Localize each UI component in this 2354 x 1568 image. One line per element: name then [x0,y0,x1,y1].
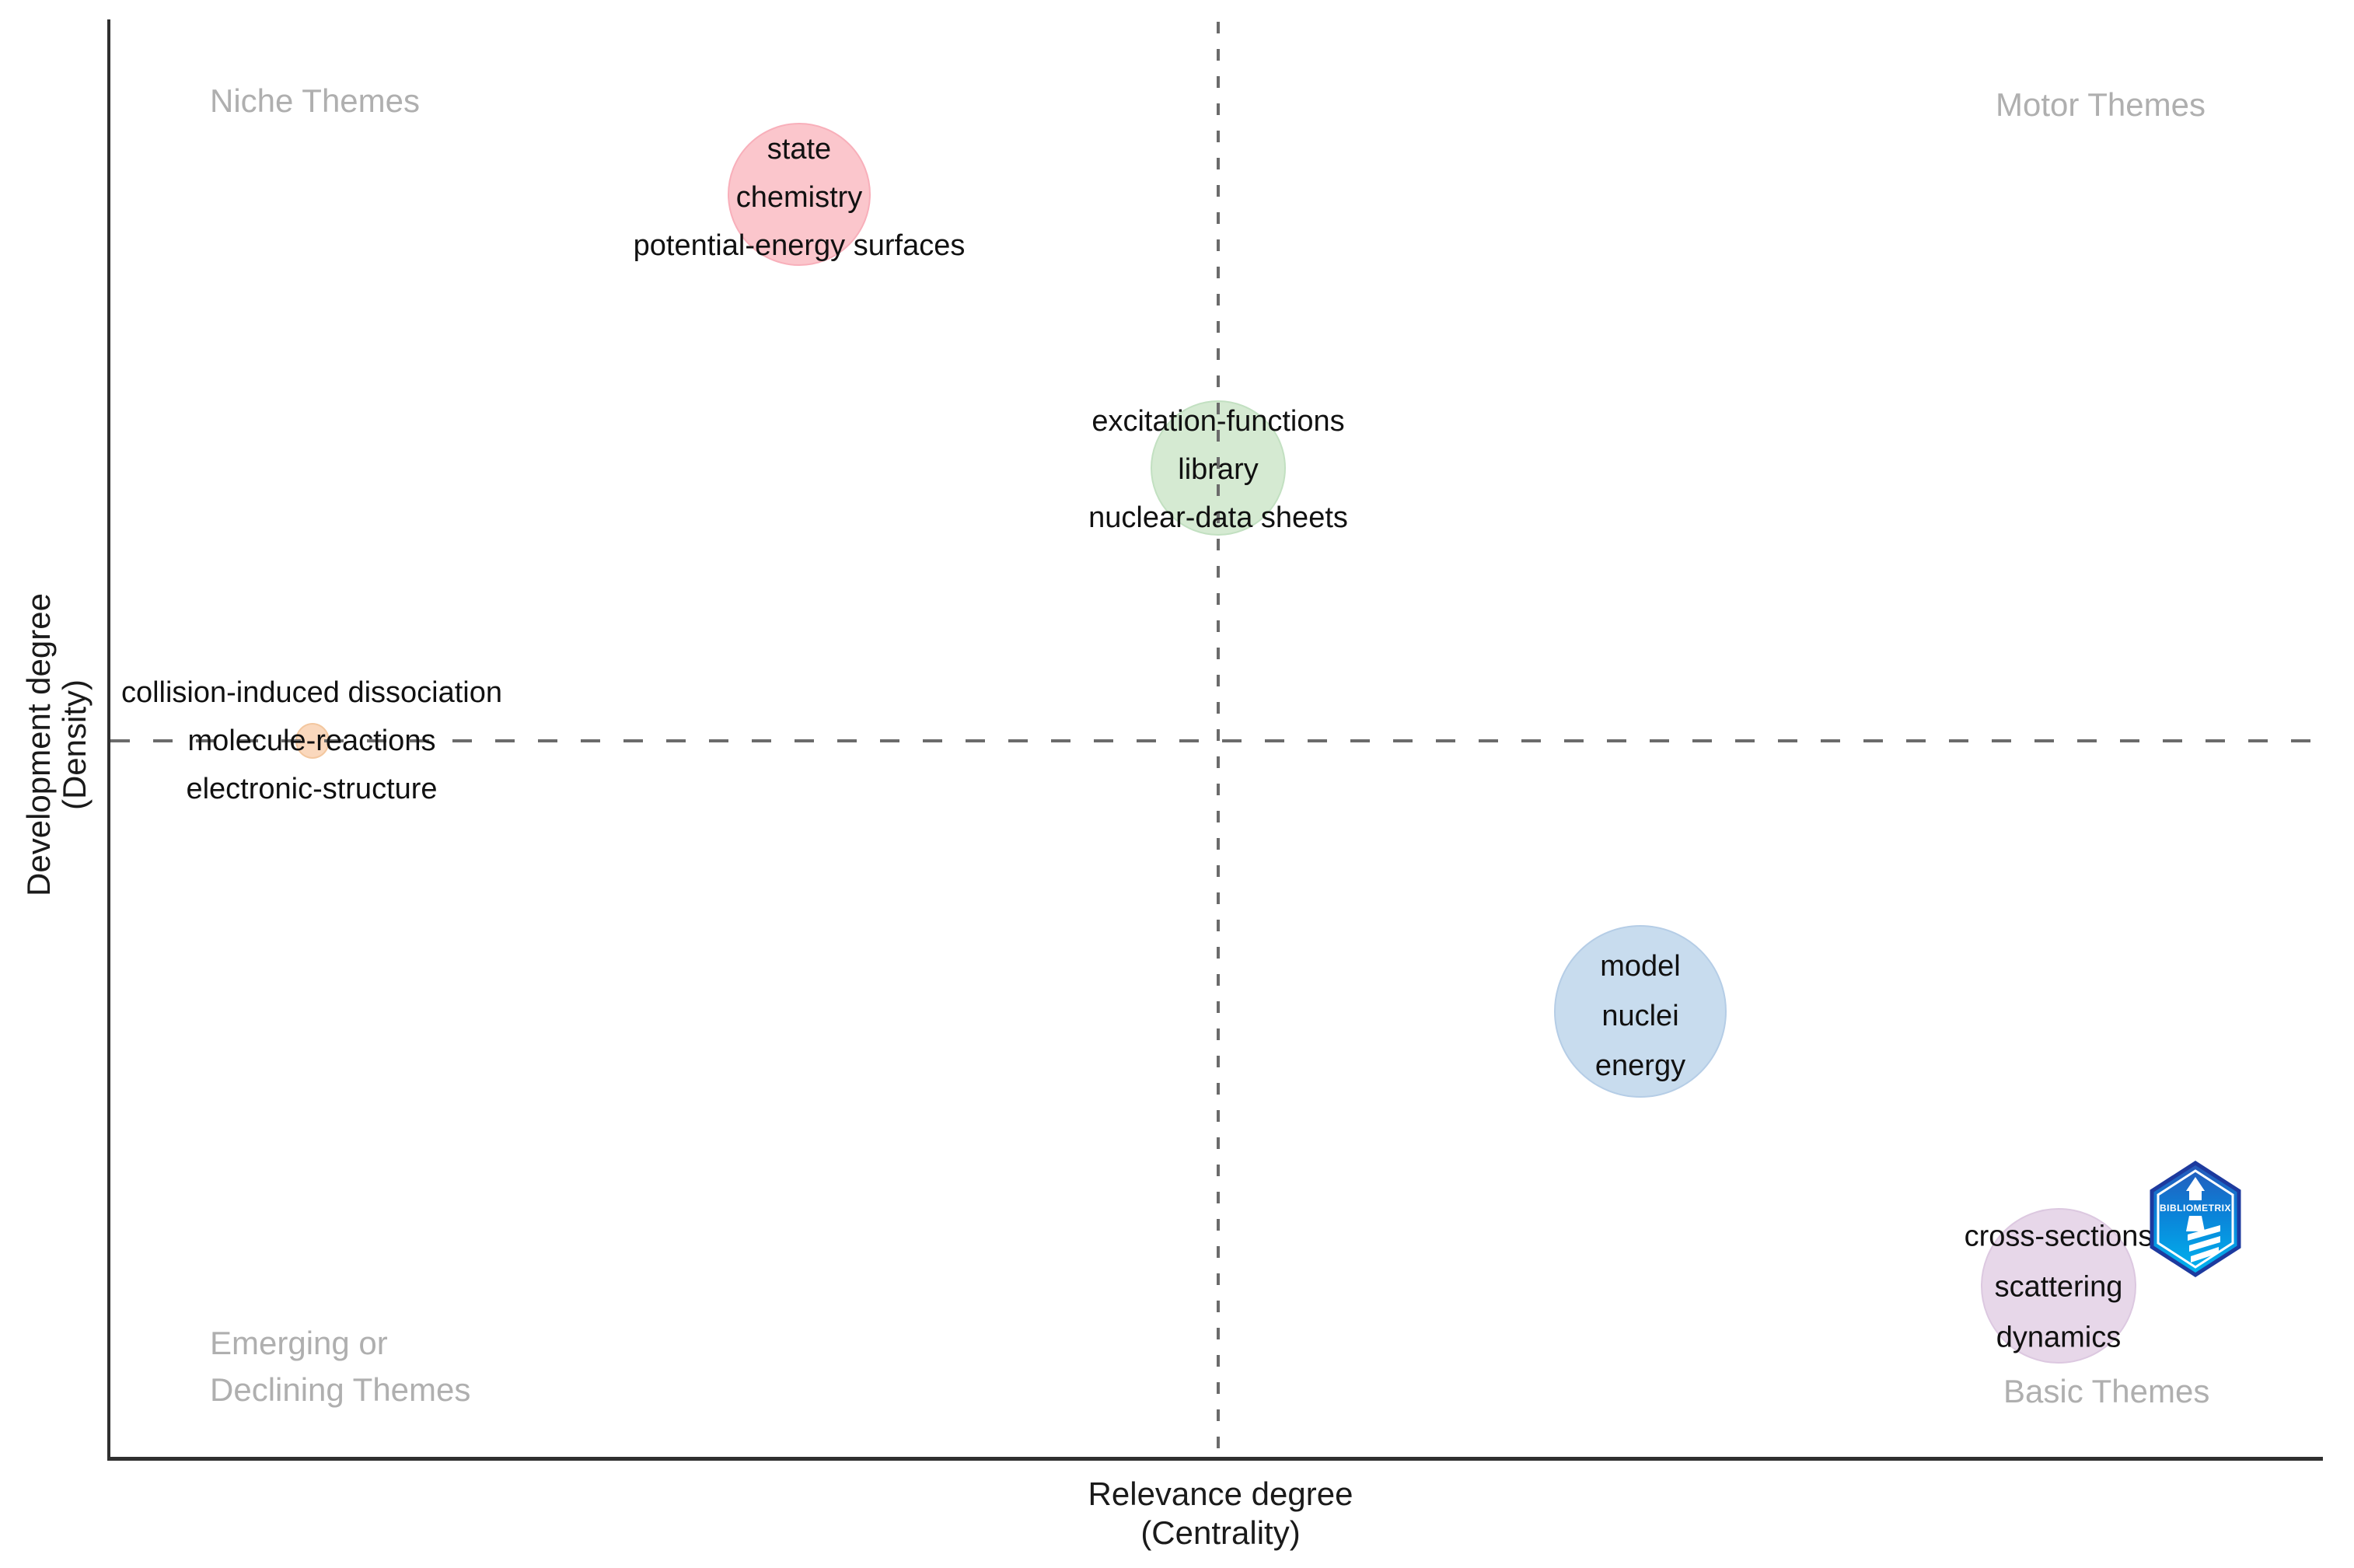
x-axis-line [107,1457,2323,1461]
cluster-label-model-nuclei: model nuclei energy [1595,941,1685,1091]
cluster-word: collision-induced dissociation [120,676,503,709]
logo-lighthouse-lamp [2189,1191,2202,1200]
x-axis-title-line1: Relevance degree [1088,1475,1353,1512]
cluster-label-cross-sections: cross-sections scattering dynamics [1965,1212,2153,1364]
y-axis-title-line1: Development degree [20,593,57,896]
cluster-word: library [1178,453,1259,486]
bubble-model-nuclei[interactable] [1554,925,1727,1098]
cluster-word: nuclear-data sheets [1088,501,1348,534]
x-axis-title: Relevance degree (Centrality) [1088,1475,1353,1552]
cluster-word: state [767,133,832,166]
logo-inner-hexagon [2157,1169,2234,1269]
emerging-line1: Emerging or [210,1325,388,1361]
quadrant-label-niche-themes: Niche Themes [210,82,421,119]
cluster-word: energy [1594,1049,1686,1082]
cluster-label-collision-induced-dissociation: collision-induced dissociation molecule-… [121,669,502,813]
logo-wordmark: BIBLIOMETRIX [2160,1203,2231,1214]
bibliometrix-logo-icon: BIBLIOMETRIX [2150,1161,2241,1277]
logo-lighthouse-roof [2186,1177,2205,1191]
quadrant-label-emerging-declining-themes: Emerging or Declining Themes [210,1320,470,1413]
cluster-label-excitation-functions: excitation-functions library nuclear-dat… [1088,397,1348,542]
cluster-label-state-chemistry: state chemistry potential-energy surface… [634,125,966,270]
x-axis-title-line2: (Centrality) [1140,1514,1301,1551]
logo-stripe [2191,1247,2219,1262]
cluster-word: chemistry [735,181,863,214]
cluster-word: nuclei [1601,1000,1679,1032]
y-axis-line [107,19,110,1460]
cluster-word: cross-sections [1964,1220,2153,1253]
cluster-word: scattering [1994,1270,2123,1304]
cluster-word: excitation-functions [1091,405,1345,438]
cluster-word: dynamics [1996,1321,2122,1354]
logo-stripe [2189,1236,2220,1252]
cluster-word: molecule-reactions [187,725,436,757]
quadrant-label-basic-themes: Basic Themes [2003,1373,2210,1409]
cluster-word: electronic-structure [186,773,438,805]
logo-lighthouse-body [2186,1216,2205,1231]
bubble-cross-sections[interactable] [1981,1208,2136,1364]
y-axis-title-line2: (Density) [56,679,93,811]
bubble-state-chemistry[interactable] [728,123,871,266]
cluster-word: potential-energy surfaces [633,229,966,262]
logo-stripe [2188,1225,2220,1241]
cluster-word: model [1600,950,1681,983]
y-axis-title: Development degree (Density) [20,593,93,896]
emerging-line2: Declining Themes [210,1371,471,1408]
horizontal-dashed-line [110,739,2328,742]
quadrant-label-motor-themes: Motor Themes [1996,86,2206,123]
